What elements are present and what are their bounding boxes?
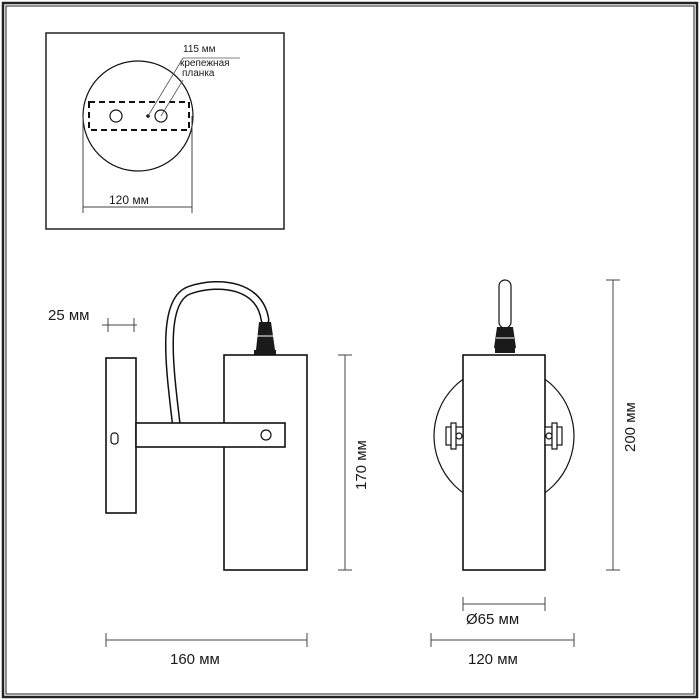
bracket-hole-left: [109, 109, 123, 123]
cable-gland-base: [254, 350, 276, 355]
lamp-body-side: [223, 354, 308, 571]
side-view: 25 мм 170 мм 160 мм: [48, 280, 370, 668]
mounting-detail-inset: 115 мм крепежная планка 120 мм: [45, 32, 285, 230]
offset-label: 25 мм: [48, 307, 89, 324]
diameter-label: Ø65 мм: [466, 611, 519, 628]
inset-frame: [45, 32, 285, 230]
leader-line-bracket: [160, 79, 184, 117]
leader-line-115: [147, 57, 240, 117]
arm-screw: [260, 429, 272, 441]
side-height-label: 170 мм: [353, 440, 370, 490]
mounting-bracket-dashed: [88, 101, 190, 131]
cable-stub: [498, 279, 512, 329]
leader-label-bracket-1: крепежная: [180, 58, 230, 69]
wall-plate-slot: [110, 432, 119, 445]
pivot-left: [445, 422, 464, 450]
page-frame-inner: [5, 5, 695, 695]
mounting-base-circle: [82, 60, 194, 172]
front-cable-gland-base: [495, 348, 515, 353]
mounting-arm: [135, 422, 286, 448]
side-width-label: 160 мм: [170, 651, 220, 668]
front-view: 200 мм Ø65 мм 120 мм: [430, 279, 639, 668]
lamp-body-front: [462, 354, 546, 571]
inset-width-label: 120 мм: [109, 193, 149, 207]
pivot-right: [544, 422, 563, 450]
cable-fill: [166, 282, 268, 425]
front-height-label: 200 мм: [622, 402, 639, 452]
leader-label-bracket-2: планка: [182, 68, 215, 79]
leader-label-115: 115 мм: [183, 44, 216, 55]
front-width-label: 120 мм: [468, 651, 518, 668]
